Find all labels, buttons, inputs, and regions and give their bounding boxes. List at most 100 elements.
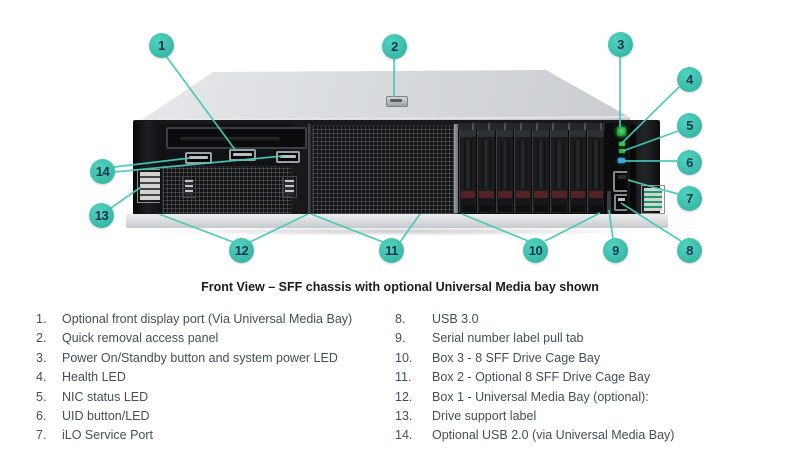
legend-item-9: 9. Serial number label pull tab xyxy=(392,329,787,348)
drive-led xyxy=(571,208,580,211)
callout-9: 9 xyxy=(603,238,628,263)
cage-edge xyxy=(454,124,458,213)
callout-13: 13 xyxy=(89,203,114,228)
drive-led xyxy=(462,208,470,211)
legend-number: 12. xyxy=(395,389,413,404)
legend-text: Optional USB 2.0 (via Universal Media Ba… xyxy=(432,428,675,443)
sff-drive-cage xyxy=(454,123,605,214)
legend-item-4: 4. Health LED xyxy=(30,368,385,387)
legend-number: 1. xyxy=(36,312,47,326)
legend-number: 6. xyxy=(36,409,47,424)
drive-bay xyxy=(513,130,532,213)
usb2-port-left xyxy=(185,152,212,164)
legend-item-3: 3. Power On/Standby button and system pow… xyxy=(30,349,385,368)
media-bay-label-left xyxy=(182,176,196,198)
drive-led xyxy=(480,208,489,211)
media-bay-label-right xyxy=(282,176,297,198)
legend-item-10: 10. Box 3 - 8 SFF Drive Cage Bay xyxy=(392,349,787,368)
legend-item-11: 11. Box 2 - Optional 8 SFF Drive Cage Bay xyxy=(392,368,787,387)
legend-number: 7. xyxy=(36,428,47,443)
legend-text: Serial number label pull tab xyxy=(432,331,584,346)
callout-6: 6 xyxy=(677,150,702,175)
usb2-port-right xyxy=(276,151,300,163)
box2-blank-grille xyxy=(312,125,457,215)
legend-text: Health LED xyxy=(62,370,126,385)
legend-text: Drive support label xyxy=(432,409,537,424)
legend-text: Box 2 - Optional 8 SFF Drive Cage Bay xyxy=(432,370,651,385)
callout-3: 3 xyxy=(608,32,633,57)
legend-text: Box 1 - Universal Media Bay (optional): xyxy=(432,389,649,404)
callout-11: 11 xyxy=(379,238,404,263)
legend-number: 9. xyxy=(395,331,406,346)
uid-button-led xyxy=(618,158,625,163)
legend-number: 11. xyxy=(395,370,412,385)
drive-led xyxy=(498,208,507,211)
legend-number: 5. xyxy=(36,389,47,404)
legend-item-2: 2.Quick removal access panel xyxy=(30,329,385,348)
legend-item-6: 6. UID button/LED xyxy=(30,407,385,426)
right-rack-ear xyxy=(627,121,665,216)
media-bay-grille xyxy=(162,166,292,214)
drive-bay xyxy=(550,130,569,213)
drive-bay xyxy=(532,130,551,213)
front-control-column xyxy=(605,123,631,215)
callout-14: 14 xyxy=(90,159,115,184)
legend-number: 3. xyxy=(36,350,47,365)
drive-led xyxy=(553,208,562,211)
drive-led xyxy=(535,208,543,211)
legend-text: Quick removal access panel xyxy=(62,331,219,346)
callout-8: 8 xyxy=(677,238,702,263)
legend-right-column: 8. USB 3.0 9. Serial number label pull tab… xyxy=(392,310,787,446)
legend-text: NIC status LED xyxy=(62,389,149,404)
optical-drive-slot xyxy=(166,127,307,149)
legend-text: Box 3 - 8 SFF Drive Cage Bay xyxy=(432,350,601,365)
drive-bay xyxy=(568,130,587,213)
callout-1: 1 xyxy=(149,33,174,58)
server-model-label xyxy=(641,185,665,214)
universal-media-bay xyxy=(160,124,307,214)
drive-led xyxy=(516,208,525,211)
ear-handle xyxy=(630,124,636,212)
callout-12: 12 xyxy=(229,238,254,263)
legend-item-13: 13. Drive support label xyxy=(392,407,787,426)
legend-item-1: 1. Optional front display port (Via Unive… xyxy=(30,310,385,329)
legend-number: 4. xyxy=(36,370,47,385)
bay-divider xyxy=(308,124,311,214)
legend-item-7: 7. iLO Service Port xyxy=(30,426,385,445)
callout-5: 5 xyxy=(677,113,702,138)
legend-number: 8. xyxy=(395,312,406,326)
access-panel-latch xyxy=(386,96,408,107)
legend-number: 10. xyxy=(395,350,413,365)
legend-item-14: 14. Optional USB 2.0 (via Universal Media… xyxy=(392,426,787,445)
callout-4: 4 xyxy=(677,67,702,92)
drive-led xyxy=(589,208,598,211)
drive-row xyxy=(459,130,605,213)
nic-status-led xyxy=(619,149,625,153)
legend-number: 14. xyxy=(395,428,413,443)
serial-number-pull-tab xyxy=(607,191,611,214)
callout-2: 2 xyxy=(382,34,407,59)
legend-text: Optional front display port (Via Univers… xyxy=(62,312,353,326)
drive-bay xyxy=(459,130,478,213)
chassis-base xyxy=(126,214,668,228)
legend-item-5: 5. NIC status LED xyxy=(30,388,385,407)
figure-caption: Front View – SFF chassis with optional U… xyxy=(201,280,599,294)
legend-text: USB 3.0 xyxy=(432,312,479,326)
power-standby-button xyxy=(617,127,626,136)
legend-text: iLO Service Port xyxy=(62,428,154,443)
legend-item-12: 12. Box 1 - Universal Media Bay (optional… xyxy=(392,388,787,407)
legend-left-column: 1. Optional front display port (Via Unive… xyxy=(30,310,385,446)
drive-bay xyxy=(586,130,605,213)
drive-bay xyxy=(495,130,514,213)
drive-bay xyxy=(477,130,496,213)
legend-text: UID button/LED xyxy=(62,409,150,424)
legend-item-8: 8. USB 3.0 xyxy=(392,310,787,329)
cage-top-rail xyxy=(458,123,605,130)
callout-7: 7 xyxy=(677,186,702,211)
callout-10: 10 xyxy=(523,238,548,263)
legend-number: 13. xyxy=(395,409,413,424)
health-led xyxy=(619,142,625,146)
chassis-shadow xyxy=(146,227,651,236)
legend-text: Power On/Standby button and system power… xyxy=(62,350,338,365)
